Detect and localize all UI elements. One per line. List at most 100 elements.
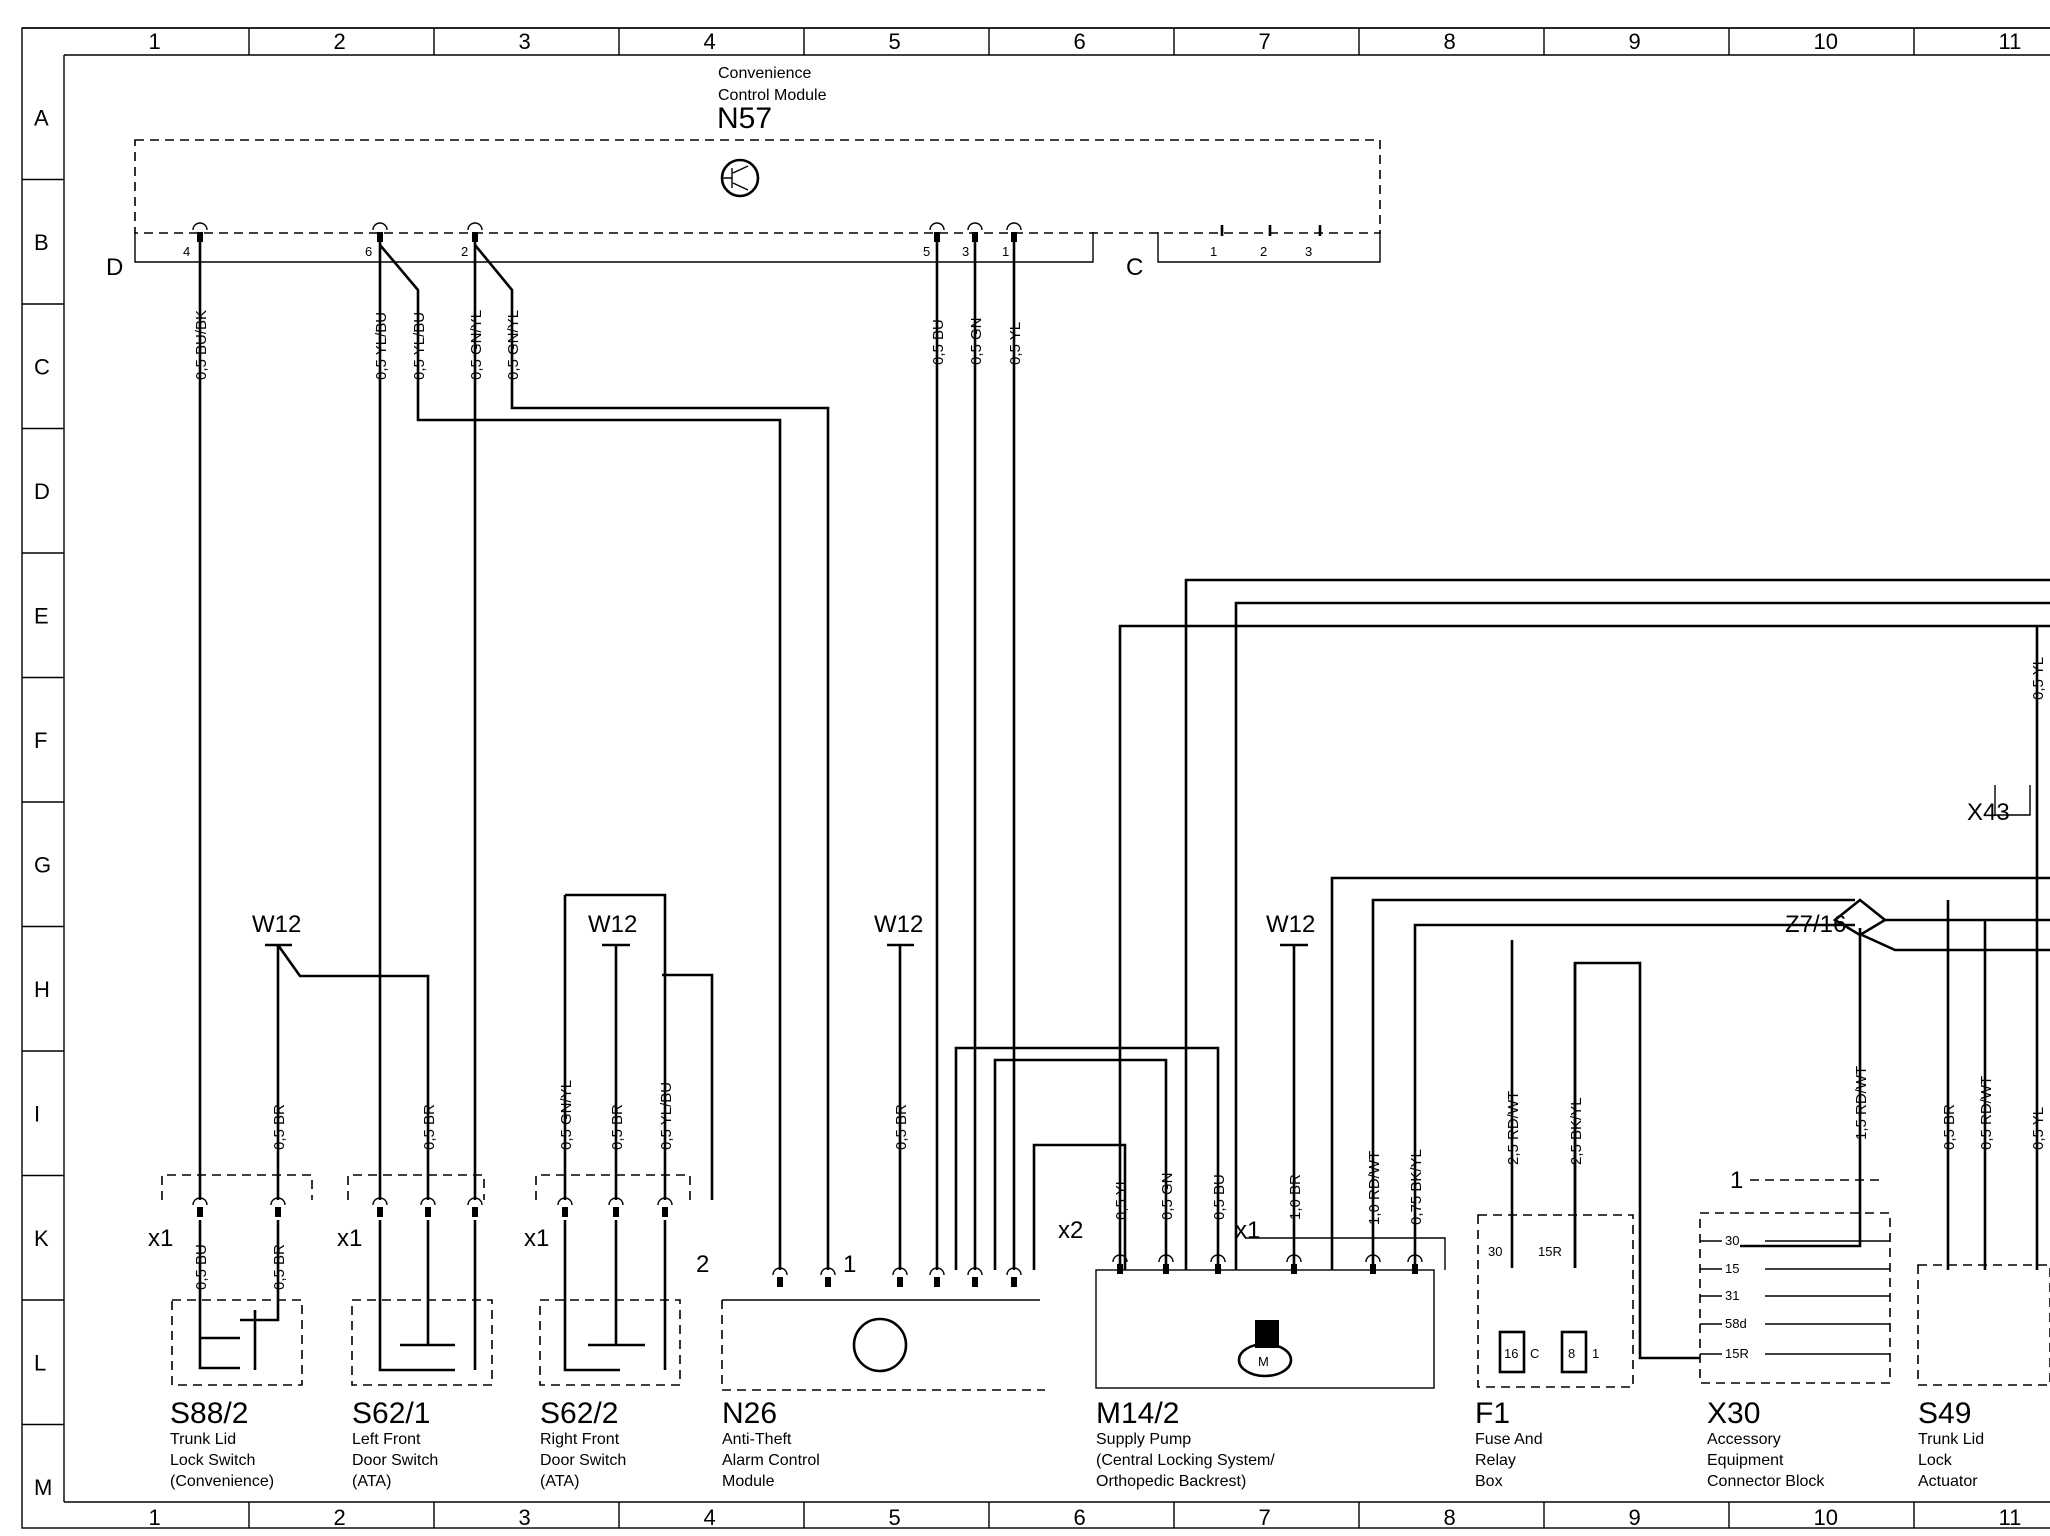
- svg-text:0,5 BR: 0,5 BR: [1941, 1104, 1958, 1150]
- pin-contact: [197, 1207, 203, 1217]
- component-description: Box: [1475, 1473, 1503, 1490]
- x30-terminal: 58d: [1725, 1316, 1747, 1331]
- svg-text:0,5 BR: 0,5 BR: [271, 1244, 288, 1290]
- fuse-16-icon: [1498, 1330, 1526, 1374]
- svg-text:3: 3: [962, 244, 969, 259]
- pin-contact: [972, 1277, 978, 1287]
- z7-16-label: Z7/16: [1785, 911, 1846, 938]
- x30-group-1: 1: [1730, 1167, 1743, 1194]
- column-number: 1: [149, 1505, 161, 1530]
- svg-text:0,5 BU: 0,5 BU: [1211, 1174, 1228, 1220]
- column-number: 1: [149, 29, 161, 54]
- pin-socket: [608, 1197, 624, 1206]
- svg-text:2: 2: [461, 244, 468, 259]
- pin-socket: [892, 1267, 908, 1276]
- pin-socket: [270, 1197, 286, 1206]
- row-letter: A: [34, 105, 49, 130]
- column-number: 11: [1999, 1505, 2022, 1530]
- pin-socket: [1407, 1254, 1423, 1263]
- n57-connector-d: D: [106, 254, 123, 281]
- component-code: F1: [1475, 1397, 1510, 1430]
- row-letter: H: [34, 977, 50, 1002]
- pin-contact: [1370, 1264, 1376, 1274]
- s62-1-x1: x1: [337, 1225, 362, 1252]
- svg-text:0,5 YL/BU: 0,5 YL/BU: [411, 312, 428, 380]
- component-description: Trunk Lid: [170, 1431, 236, 1448]
- svg-text:1,0 RD/WT: 1,0 RD/WT: [1366, 1151, 1383, 1225]
- row-letter: C: [34, 354, 50, 379]
- pin-socket: [372, 1197, 388, 1206]
- n57-connector-c: C: [1126, 254, 1143, 281]
- svg-text:0,5 YL: 0,5 YL: [2030, 1107, 2047, 1150]
- component-code: M14/2: [1096, 1397, 1179, 1430]
- component-description: Right Front: [540, 1431, 620, 1448]
- column-number: 8: [1444, 1505, 1456, 1530]
- pin-socket: [1286, 1254, 1302, 1263]
- svg-text:0,5 GN/YL: 0,5 GN/YL: [505, 310, 522, 380]
- w12-label-1: W12: [252, 911, 301, 938]
- w12-label-2: W12: [588, 911, 637, 938]
- component-description: Lock Switch: [170, 1452, 255, 1469]
- component-description: (ATA): [352, 1473, 391, 1490]
- pin-socket: [1365, 1254, 1381, 1263]
- s88-x1: x1: [148, 1225, 173, 1252]
- column-number: 9: [1629, 1505, 1641, 1530]
- n26-pin-group-1: 1: [843, 1251, 856, 1278]
- svg-text:M: M: [1258, 1354, 1269, 1369]
- w12-label-3: W12: [874, 911, 923, 938]
- pin-contact: [825, 1277, 831, 1287]
- component-description: Actuator: [1918, 1473, 1978, 1490]
- pin-contact: [1215, 1264, 1221, 1274]
- component-description: Module: [722, 1473, 775, 1490]
- column-number: 3: [519, 29, 531, 54]
- svg-text:0,5 BU: 0,5 BU: [930, 319, 947, 365]
- column-number: 7: [1259, 29, 1271, 54]
- labels: W12 W12 W12 W12 Z7/16 X43 x1 x1 x1 x2 x1…: [148, 785, 2031, 1278]
- pin-contact: [897, 1277, 903, 1287]
- svg-text:2,5 RD/WT: 2,5 RD/WT: [1505, 1091, 1522, 1165]
- pin-socket: [372, 222, 388, 231]
- wire-labels: 0,5 BU/BK 0,5 YL/BU 0,5 YL/BU 0,5 GN/YL …: [193, 310, 2047, 1290]
- svg-text:0,5 GN: 0,5 GN: [1159, 1172, 1176, 1220]
- svg-text:1: 1: [1002, 244, 1009, 259]
- column-number: 2: [334, 1505, 346, 1530]
- column-number: 6: [1074, 1505, 1086, 1530]
- component-description: Relay: [1475, 1452, 1516, 1469]
- pin-contact: [1011, 232, 1017, 242]
- svg-text:0,5 YL: 0,5 YL: [1113, 1177, 1130, 1220]
- x43-label: X43: [1967, 799, 2010, 826]
- component-description: Door Switch: [352, 1452, 438, 1469]
- svg-text:0,5 YL/BU: 0,5 YL/BU: [373, 312, 390, 380]
- row-letter: F: [34, 728, 47, 753]
- svg-text:0,75 BK/YL: 0,75 BK/YL: [1408, 1149, 1425, 1225]
- pin-socket: [772, 1267, 788, 1276]
- pin-socket: [467, 222, 483, 231]
- component-description: (Central Locking System/: [1096, 1452, 1275, 1469]
- n57-title-line2: Control Module: [718, 87, 827, 104]
- svg-text:5: 5: [923, 244, 930, 259]
- pin-contact: [472, 232, 478, 242]
- component-description: (ATA): [540, 1473, 579, 1490]
- pin-contact: [934, 232, 940, 242]
- pin-socket: [820, 1267, 836, 1276]
- w12-label-4: W12: [1266, 911, 1315, 938]
- n57-code: N57: [717, 102, 772, 135]
- x30-terminal: 15R: [1725, 1346, 1749, 1361]
- pin-socket: [1006, 1267, 1022, 1276]
- svg-text:0,5 RD/WT: 0,5 RD/WT: [1978, 1076, 1995, 1150]
- svg-text:0,5 YL: 0,5 YL: [2030, 657, 2047, 700]
- pin-contact: [197, 232, 203, 242]
- svg-text:0,5 BU/BK: 0,5 BU/BK: [193, 310, 210, 380]
- pin-socket: [1210, 1254, 1226, 1263]
- pin-contact: [472, 1207, 478, 1217]
- pin-socket: [192, 222, 208, 231]
- component-description: Trunk Lid: [1918, 1431, 1984, 1448]
- n57-body: [134, 139, 1381, 234]
- component-code: X30: [1707, 1397, 1760, 1430]
- n26-transistor-icon: [852, 1317, 908, 1373]
- component-description: Left Front: [352, 1431, 421, 1448]
- pin-socket: [929, 222, 945, 231]
